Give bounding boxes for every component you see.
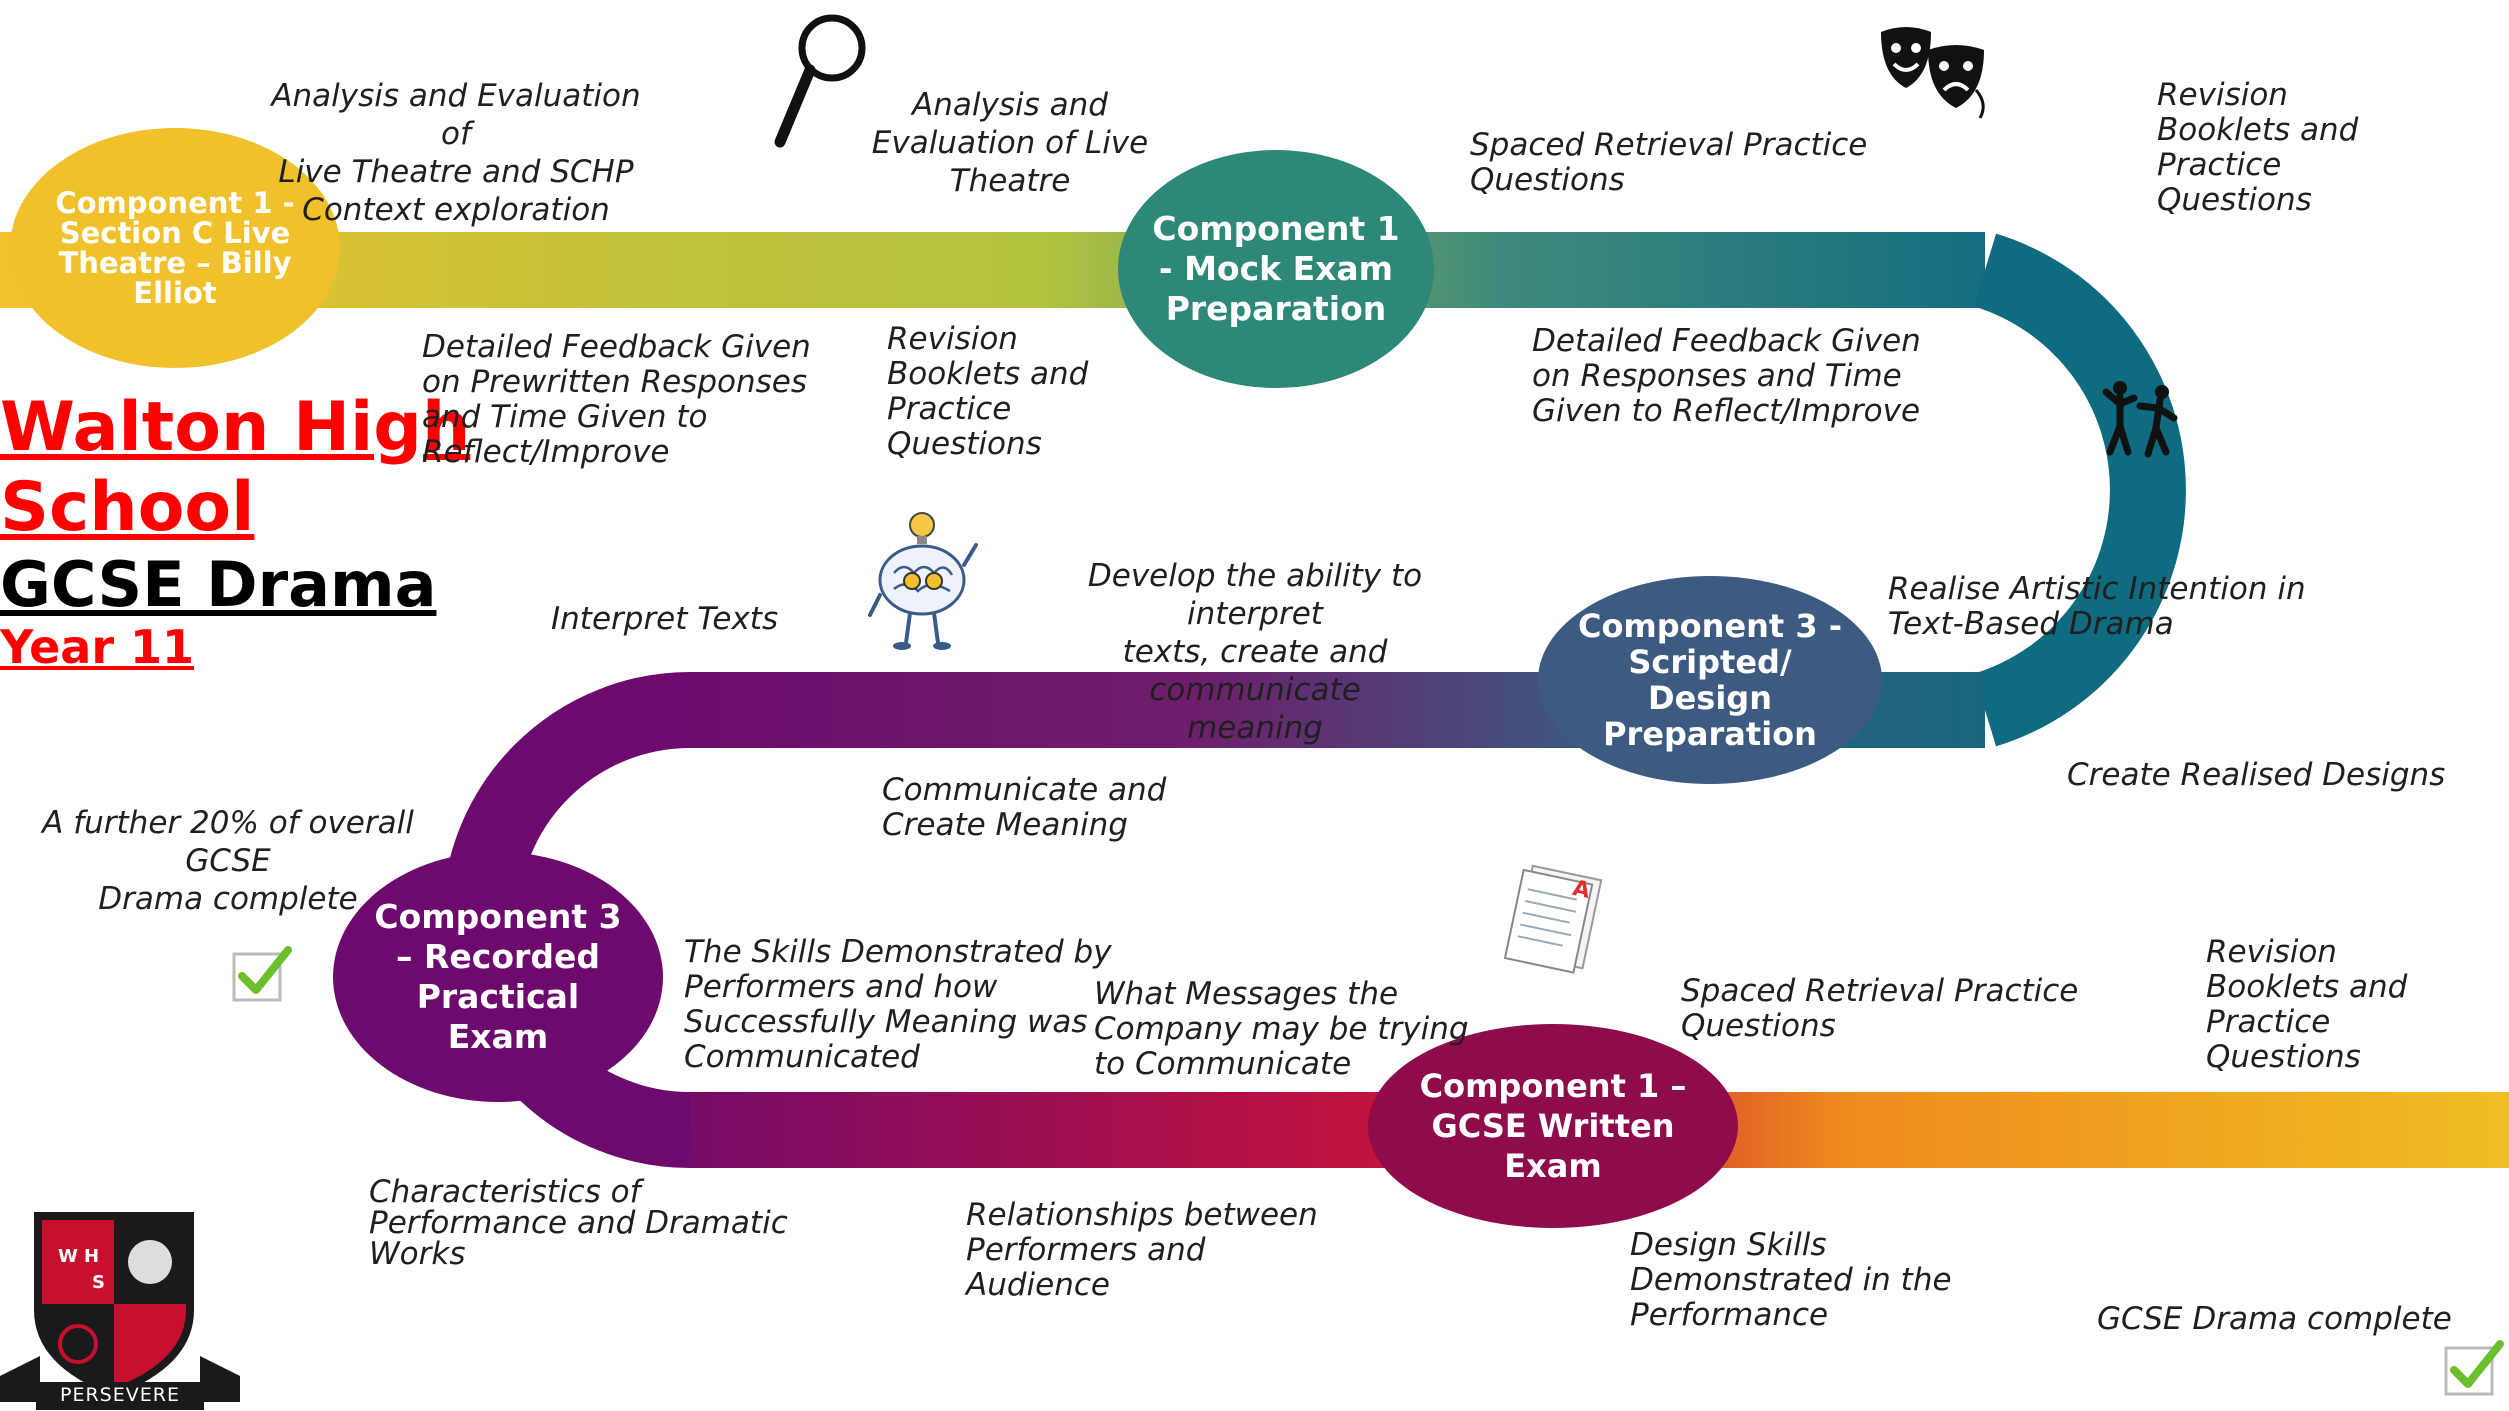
node-component1-mock-exam: Component 1 - Mock Exam Preparation: [1118, 150, 1434, 388]
school-name-line2: School: [0, 468, 255, 547]
checkmark-icon: [2444, 1340, 2504, 1396]
node-component1-live-theatre: Component 1 - Section C Live Theatre – B…: [10, 128, 340, 368]
label-interpret-texts: Interpret Texts: [551, 601, 779, 637]
label-develop-ability: Develop the ability to interpret texts, …: [1087, 558, 1423, 746]
label-create-designs: Create Realised Designs: [2067, 757, 2446, 793]
label-analysis-schp: Analysis and Evaluation of Live Theatre …: [271, 78, 641, 228]
magnifier-icon: [774, 14, 866, 148]
label-realise-intention: Realise Artistic Intention in Text-Based…: [1888, 571, 2306, 642]
label-spaced-bottom: Spaced Retrieval Practice Questions: [1681, 973, 2079, 1044]
school-crest-icon: W H S PERSEVERE: [0, 1206, 240, 1411]
label-feedback-responses: Detailed Feedback Given on Responses and…: [1532, 323, 1921, 429]
label-characteristics: Characteristics of Performance and Drama…: [369, 1174, 788, 1272]
subject-title: GCSE Drama: [0, 548, 437, 621]
thinking-brain-icon: [868, 512, 978, 650]
label-revision-mid: Revision Booklets and Practice Questions: [887, 321, 1089, 462]
label-analysis-live: Analysis and Evaluation of Live Theatre: [871, 87, 1149, 199]
node-component3-recorded-practical: Component 3 – Recorded Practical Exam: [333, 852, 663, 1102]
label-revision-top-right: Revision Booklets and Practice Questions: [2157, 77, 2359, 218]
crest-initial-w: W: [58, 1246, 78, 1267]
exam-paper-icon: A: [1503, 864, 1603, 974]
label-revision-bottom-right: Revision Booklets and Practice Questions: [2206, 934, 2408, 1075]
crest-initial-s: S: [92, 1272, 105, 1293]
label-relationships: Relationships between Performers and Aud…: [966, 1197, 1318, 1303]
theatre-masks-icon: [1881, 27, 1985, 119]
label-communicate-meaning: Communicate and Create Meaning: [882, 772, 1167, 843]
label-further-20-percent: A further 20% of overall GCSE Drama comp…: [42, 805, 414, 917]
crest-motto: PERSEVERE: [60, 1384, 180, 1406]
node-component3-scripted-design: Component 3 - Scripted/ Design Preparati…: [1538, 576, 1882, 784]
year-title: Year 11: [0, 620, 195, 674]
performers-icon: [2102, 381, 2178, 458]
crest-initial-h: H: [84, 1246, 100, 1267]
school-name-line1: Walton High: [0, 388, 471, 467]
label-feedback-prewritten: Detailed Feedback Given on Prewritten Re…: [422, 329, 811, 470]
node-component1-written-exam: Component 1 – GCSE Written Exam: [1368, 1024, 1738, 1228]
checkmark-icon: [232, 946, 292, 1002]
label-what-messages: What Messages the Company may be trying …: [1094, 976, 1469, 1082]
svg-text:A: A: [1570, 876, 1592, 904]
label-design-skills: Design Skills Demonstrated in the Perfor…: [1630, 1227, 1952, 1333]
label-gcse-complete: GCSE Drama complete: [2097, 1301, 2452, 1337]
label-spaced-top: Spaced Retrieval Practice Questions: [1470, 127, 1868, 198]
road-right-turn: [1973, 233, 2186, 747]
label-skills-demonstrated: The Skills Demonstrated by Performers an…: [684, 934, 1112, 1075]
